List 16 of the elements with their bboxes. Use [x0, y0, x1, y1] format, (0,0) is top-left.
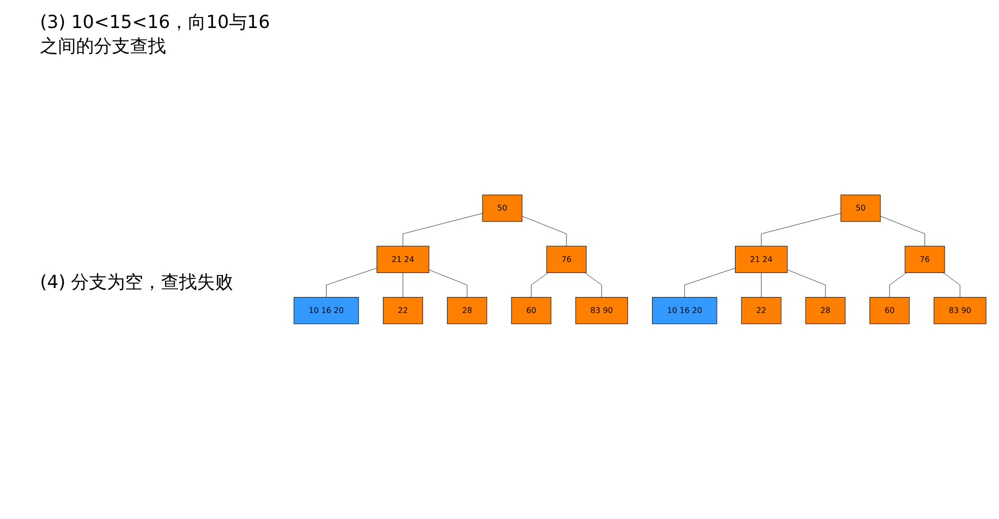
note-text: (3) 10<15<16，向10与16之间的分支查找 — [40, 11, 271, 58]
connector — [942, 272, 960, 298]
connector — [889, 272, 907, 298]
connector — [787, 270, 826, 298]
connector — [880, 216, 926, 246]
connector — [402, 213, 483, 246]
note-text: (4) 分支为空，查找失败 — [40, 271, 234, 294]
connector — [428, 270, 468, 298]
connector — [761, 213, 842, 246]
connector — [531, 272, 548, 298]
connector — [402, 272, 404, 298]
connector — [326, 268, 378, 298]
connector — [684, 268, 736, 298]
connector — [761, 272, 762, 298]
connector — [522, 216, 567, 246]
connector — [584, 272, 602, 298]
